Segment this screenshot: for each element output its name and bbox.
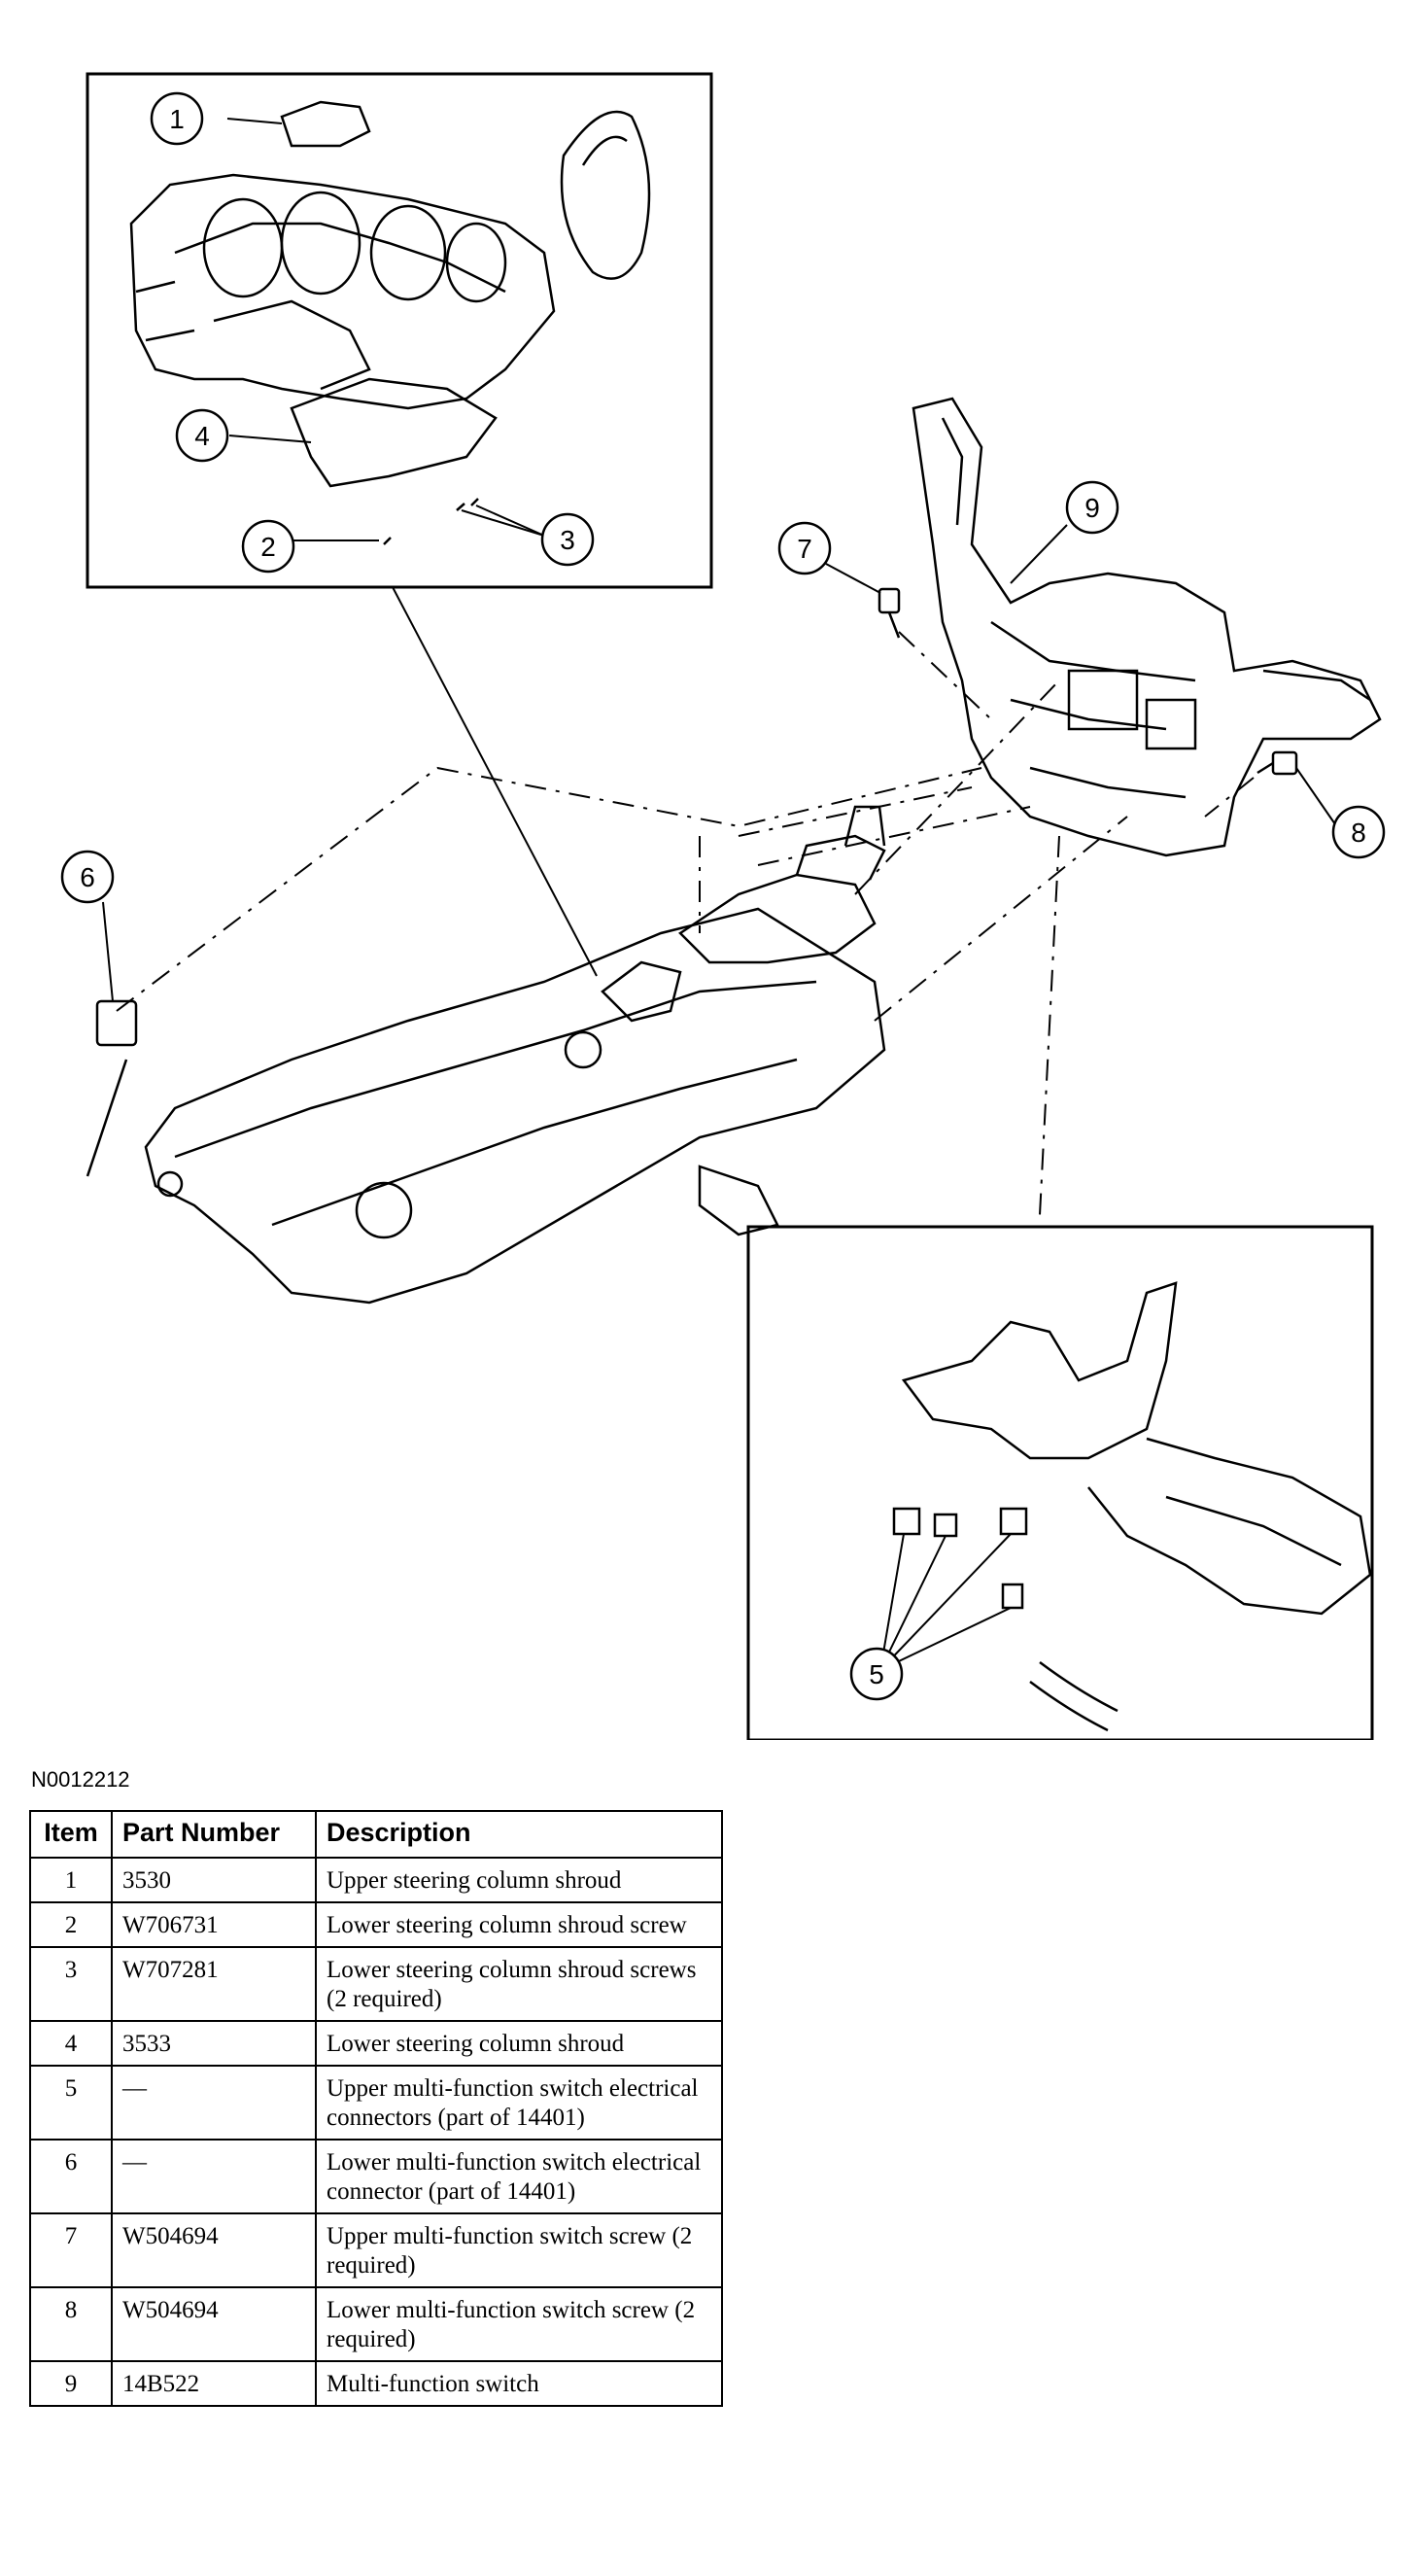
inset-connector-view <box>746 1225 1374 1740</box>
screw-7-illustration <box>878 587 901 639</box>
inset-shroud-view <box>86 72 713 589</box>
callout-8: 8 <box>1331 805 1386 859</box>
description-cell: Upper multi-function switch electrical c… <box>315 2065 723 2141</box>
table-row: 3 W707281 Lower steering column shroud s… <box>29 1946 723 2022</box>
callout-1: 1 <box>150 91 204 146</box>
callout-3-label: 3 <box>560 525 575 555</box>
description-cell: Lower steering column shroud screw <box>315 1901 723 1948</box>
description-cell: Upper steering column shroud <box>315 1857 723 1903</box>
callout-3: 3 <box>540 512 595 567</box>
part-number-cell: 3530 <box>111 1857 317 1903</box>
alignment-dashed-lines <box>116 631 1255 1216</box>
callout-4-label: 4 <box>194 421 210 451</box>
part-number-cell: W504694 <box>111 2286 317 2362</box>
description-cell: Upper multi-function switch screw (2 req… <box>315 2212 723 2288</box>
callout-8-label: 8 <box>1351 818 1366 848</box>
callout-7-label: 7 <box>797 534 812 564</box>
callout-9-label: 9 <box>1084 493 1100 523</box>
table-row: 6 — Lower multi-function switch electric… <box>29 2139 723 2214</box>
multi-function-switch-illustration <box>912 397 1382 857</box>
item-cell: 9 <box>29 2360 113 2407</box>
part-number-cell: 3533 <box>111 2020 317 2067</box>
description-cell: Multi-function switch <box>315 2360 723 2407</box>
table-row: 7 W504694 Upper multi-function switch sc… <box>29 2212 723 2288</box>
item-cell: 6 <box>29 2139 113 2214</box>
inset2-leaders <box>879 1533 1012 1671</box>
table-row: 1 3530 Upper steering column shroud <box>29 1857 723 1903</box>
callout-6: 6 <box>60 850 115 904</box>
table-row: 4 3533 Lower steering column shroud <box>29 2020 723 2067</box>
callout-5: 5 <box>849 1647 904 1701</box>
inset1-leaders <box>226 118 545 541</box>
callout-leaders <box>102 524 1336 1002</box>
part-number-cell: W707281 <box>111 1946 317 2022</box>
callout-6-label: 6 <box>80 862 95 892</box>
item-cell: 2 <box>29 1901 113 1948</box>
header-item: Item <box>29 1810 113 1859</box>
description-cell: Lower multi-function switch electrical c… <box>315 2139 723 2214</box>
item-cell: 4 <box>29 2020 113 2067</box>
item-cell: 3 <box>29 1946 113 2022</box>
callout-4: 4 <box>175 408 229 463</box>
callout-1-label: 1 <box>169 104 185 134</box>
table-row: 8 W504694 Lower multi-function switch sc… <box>29 2286 723 2362</box>
dashboard-illustration <box>129 100 651 545</box>
part-number-cell: — <box>111 2065 317 2141</box>
table-row: 2 W706731 Lower steering column shroud s… <box>29 1901 723 1948</box>
figure-id: N0012212 <box>31 1767 130 1792</box>
header-description: Description <box>315 1810 723 1859</box>
table-header-row: Item Part Number Description <box>29 1810 723 1859</box>
item-cell: 7 <box>29 2212 113 2288</box>
part-number-cell: — <box>111 2139 317 2214</box>
callout-7: 7 <box>777 521 832 575</box>
item-cell: 1 <box>29 1857 113 1903</box>
description-cell: Lower steering column shroud screws (2 r… <box>315 1946 723 2022</box>
part-number-cell: W504694 <box>111 2212 317 2288</box>
part-number-cell: 14B522 <box>111 2360 317 2407</box>
part-number-cell: W706731 <box>111 1901 317 1948</box>
item-cell: 8 <box>29 2286 113 2362</box>
inset1-to-column-line <box>392 586 598 977</box>
screw-8-illustration <box>1256 750 1298 776</box>
header-part-number: Part Number <box>111 1810 317 1859</box>
callout-9: 9 <box>1065 480 1119 535</box>
callout-2-label: 2 <box>260 532 276 562</box>
table-row: 5 — Upper multi-function switch electric… <box>29 2065 723 2141</box>
exploded-view-diagram: 1 2 3 4 5 6 7 8 <box>60 72 1386 1740</box>
table-row: 9 14B522 Multi-function switch <box>29 2360 723 2407</box>
steering-column-illustration <box>86 805 886 1305</box>
parts-table: Item Part Number Description 1 3530 Uppe… <box>29 1810 723 2407</box>
item-cell: 5 <box>29 2065 113 2141</box>
connector-inset-illustration <box>892 1281 1372 1732</box>
description-cell: Lower multi-function switch screw (2 req… <box>315 2286 723 2362</box>
callout-2: 2 <box>241 519 295 574</box>
description-cell: Lower steering column shroud <box>315 2020 723 2067</box>
callout-5-label: 5 <box>869 1659 884 1689</box>
